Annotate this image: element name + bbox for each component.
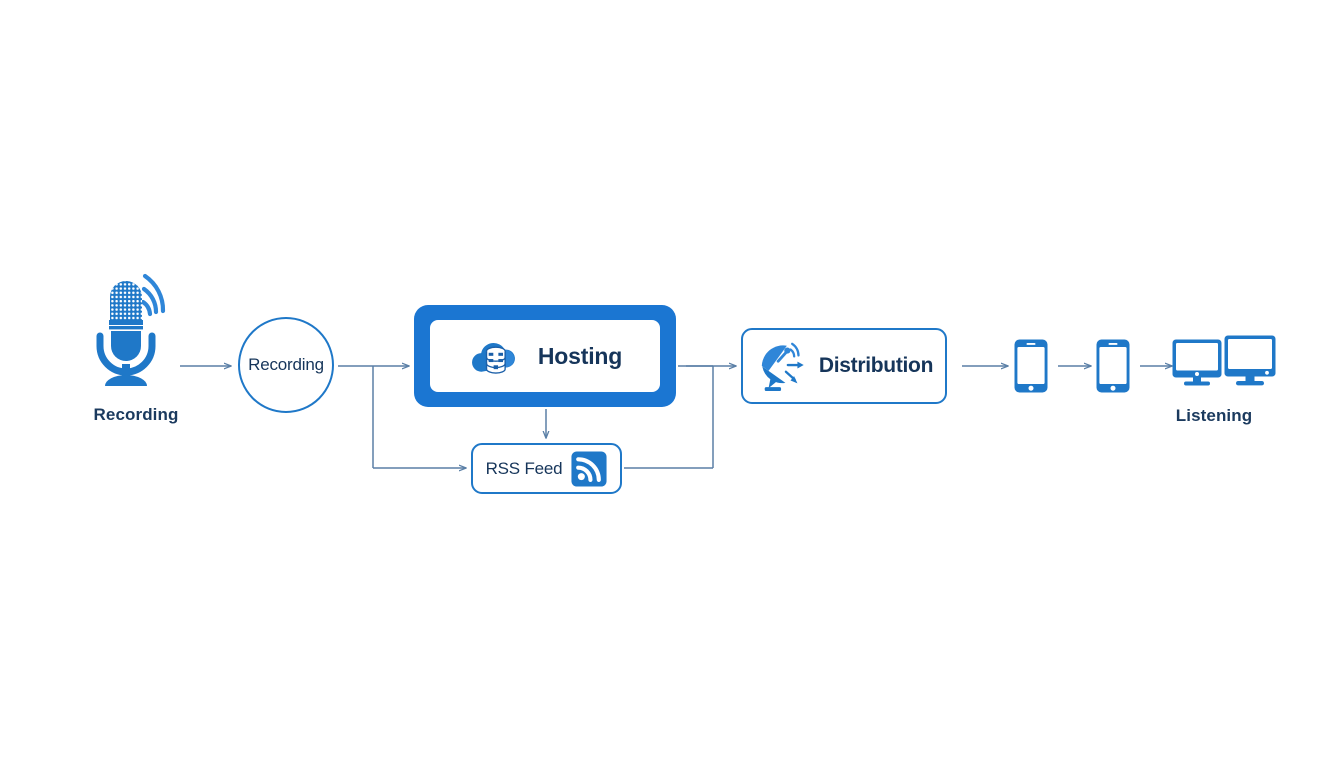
hosting-node[interactable]: Hosting [414, 305, 676, 407]
hosting-inner-panel: Hosting [430, 320, 660, 392]
smartphone-icon [1096, 339, 1130, 393]
listening-caption: Listening [1175, 406, 1253, 425]
monitor-icon [1172, 339, 1222, 386]
monitor-icon [1224, 335, 1276, 386]
distribution-node[interactable]: Distribution [741, 328, 947, 404]
rss-icon [571, 450, 607, 487]
recording-node-label: Recording [248, 355, 324, 374]
monitor-group-icon [1172, 335, 1276, 386]
satellite-dish-icon [761, 342, 804, 392]
recording-caption: Recording [93, 405, 179, 424]
cloud-database-icon [471, 342, 515, 374]
smartphone-icon [1014, 339, 1048, 393]
rss-feed-node[interactable]: RSS Feed [471, 443, 622, 494]
recording-node[interactable]: Recording [238, 317, 334, 413]
hosting-label: Hosting [537, 342, 623, 369]
rss-feed-label: RSS Feed [485, 458, 563, 478]
microphone-icon [96, 273, 166, 386]
distribution-label: Distribution [818, 354, 934, 377]
